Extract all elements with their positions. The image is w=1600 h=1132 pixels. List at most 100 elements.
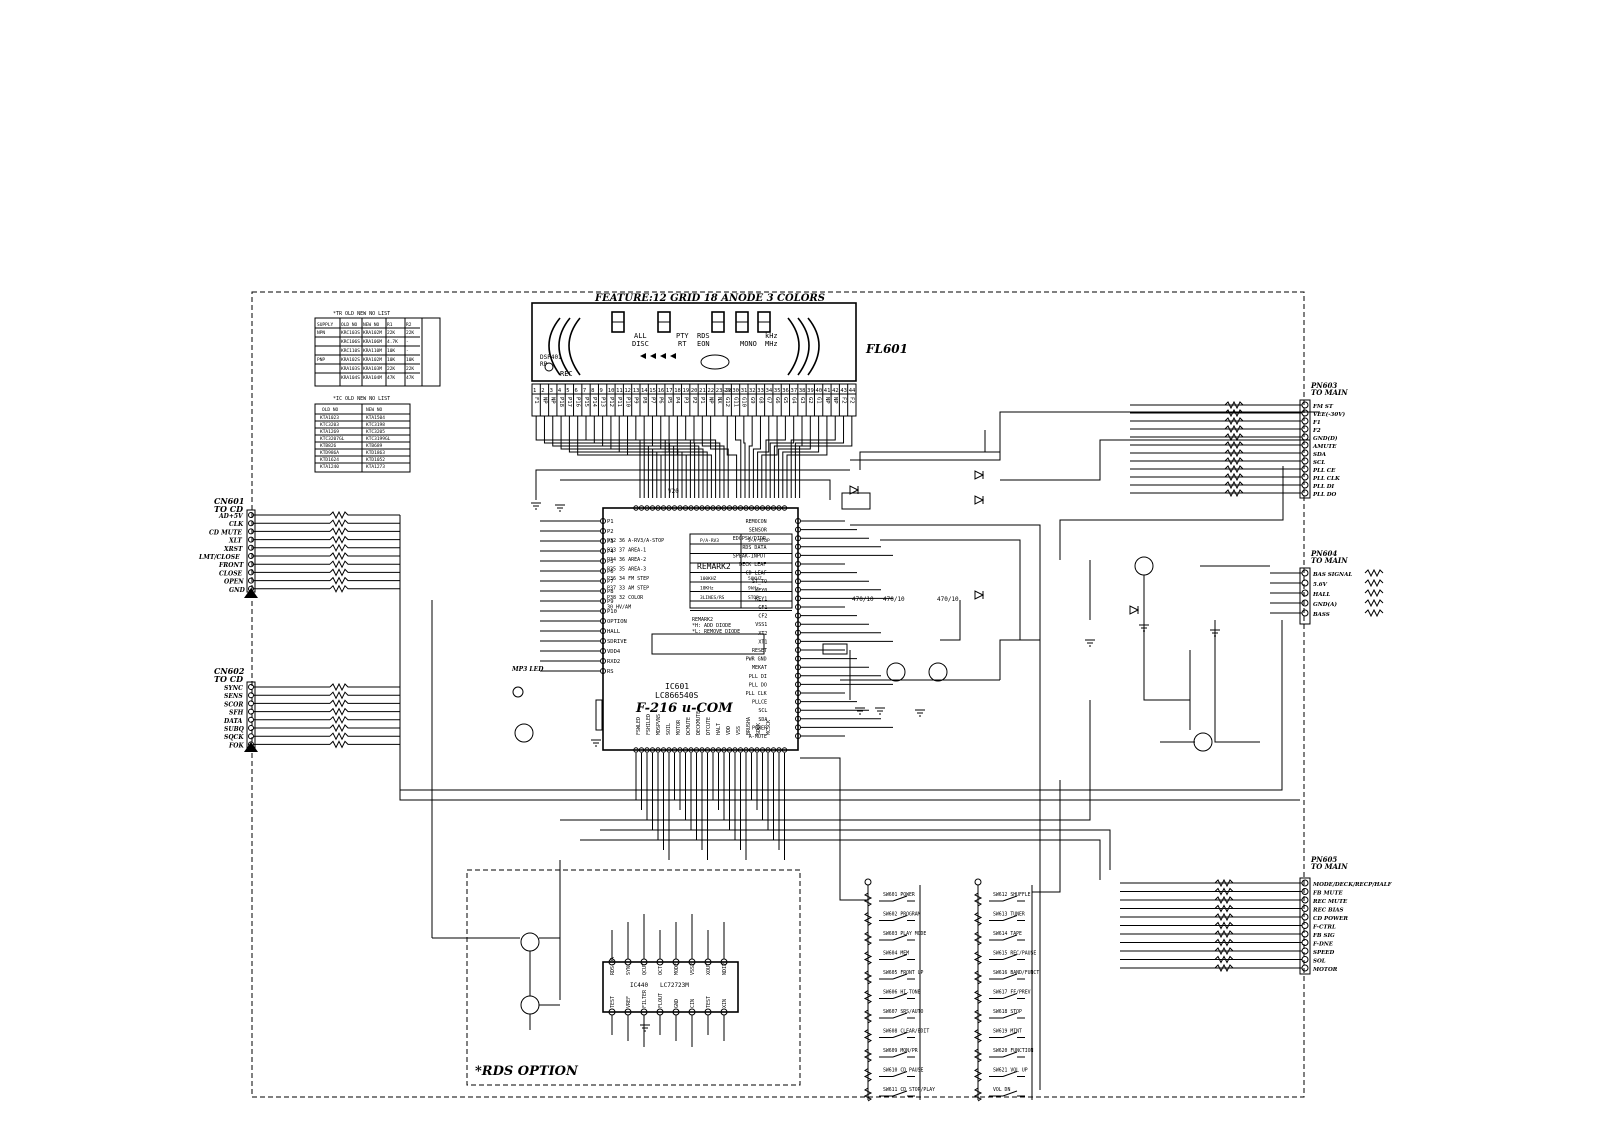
cn602-pin-label: SUBQ [224,726,245,733]
display-pin-number: 21 [699,388,706,394]
mp3-led-label: MP3 LED [511,666,544,673]
switch-ladder-2-node-icon [974,878,982,886]
interconnect-wire [999,639,1040,680]
pn605-pin-label: REC MUTE [1312,899,1348,905]
cn601-pin-label: LMT/CLOSE [198,554,240,561]
pn603-pin [1301,441,1309,449]
tr-table-cell: KRA102M [363,357,382,363]
micro-bottom-pin-label: VDD [726,726,732,735]
display-seg-all: ALL [634,332,647,340]
micro-bottom-pin [710,747,716,753]
micro-right-pin-label: SCL [758,708,767,714]
micro-top-pin [770,505,777,511]
pn605-pin-label: REC BIAS [1312,908,1344,914]
remark-row-label: P37 33 AM STEP [607,586,649,592]
micro-top-pin [726,505,733,511]
tr-table-cell: KRA102S [341,357,360,363]
micro-right-pin [795,586,801,593]
pn603-pin [1301,457,1309,465]
micro-remark-note-1: REMARK2 [692,617,713,623]
display-seg-pty: PTY [676,332,689,340]
tr-table-frame [314,317,441,387]
mp3-led-icon [512,686,524,698]
interconnect-wire [800,757,868,901]
display-bus-line [790,416,836,498]
ic-table-cell: KTA1273 [366,464,385,470]
rds-bottom-pin-label: XIN [722,999,728,1008]
pn603-pin [1301,409,1309,417]
display-bus-line [778,416,811,498]
switch-resistor-icon [973,931,983,946]
tr-table-cell: KRA104S [341,375,360,381]
micro-right-pin-label: CF2 [758,614,767,620]
pn605-pin-label: SOL [1313,959,1326,965]
switch-contact-icon [879,1071,915,1077]
micro-left-pin-label: P6 [607,569,614,575]
pn604-resistor-icon [1364,588,1384,598]
pn605-pin-label: MOTOR [1312,967,1338,973]
micro-bottom-pin [638,747,645,753]
display-bus-line [761,416,778,498]
pn603-resistor-icon [1224,408,1244,418]
display-bus-line [782,416,820,498]
display-pin-name: G3 [799,397,805,404]
pn604-dest: TO MAIN [1311,556,1348,565]
micro-bottom-pin [704,747,711,753]
micro-right-pin-label: RDS DATA [742,545,766,551]
micro-right-pin [795,535,801,542]
pn603-resistor-icon [1224,424,1244,434]
tr-table-cell: KRC110S [341,348,360,354]
switch-contact-icon [989,973,1025,980]
rds-top-pin-label: NDIP [722,963,728,975]
interconnect-wire [560,700,1091,821]
display-pin-name: P16 [575,397,581,407]
tr-table-cell: 10K [387,357,395,363]
remocon-module [841,492,871,510]
cn601-pin [248,585,254,592]
rds-bottom-pin-label: TEST [610,996,616,1008]
micro-right-pin-label: KEY0 [755,588,767,594]
tr-table-cell: 10K [406,357,414,363]
micro-top-pin [765,505,771,511]
display-pin-name: P8 [641,397,647,404]
display-digits [611,311,771,333]
micro-right-pin-label: PLLCE [752,700,767,706]
ground-icon [875,707,885,715]
micro-top-pin [638,505,645,511]
pn603-resistor-icon [1224,464,1244,474]
micro-right-pin-label: XT2 [758,631,767,637]
micro-bottom-pin [721,747,727,753]
micro-right-pin-label: CD LEAF [746,571,767,577]
micro-right-pin-label: SPEAK-INPUT [733,553,766,559]
rds-top-pin-label: XOUT [706,963,712,975]
pn605-pin [1301,964,1309,972]
display-bus-line [568,416,658,498]
micro-right-pin [795,569,801,576]
switch-resistor-icon [973,892,983,907]
cn601-pin [248,520,254,527]
micro-top-pin [710,505,716,511]
ic-table-title: *IC OLD NEW NO LIST [333,396,390,402]
ic-table-cell: KTA1240 [320,464,339,470]
pn603-resistor-icon [1224,416,1244,426]
ic-table-cell: KTB826 [320,443,337,449]
remark-row-l: 9kHz [748,586,759,592]
pn605-resistor-icon [1214,887,1234,896]
display-pin-name: G2 [807,397,813,404]
pn603-resistor-icon [1224,480,1244,490]
micro-top-pin [682,505,689,511]
interconnect-wire [1214,620,1260,743]
pn605-pin [1301,947,1309,955]
q603-transistor-icon [886,662,906,682]
display-pin-number: 42 [832,388,839,394]
display-pin-name: P10 [624,397,630,407]
diode-icon [974,495,985,505]
tr-table-title: *TR OLD NEW NO LIST [333,311,390,317]
ic-table-cell: KTC3205 [366,429,385,435]
display-bus-line [735,416,742,498]
pn604-resistor-icon [1364,608,1384,618]
display-pin-name: NP [707,397,713,404]
switch-resistor-icon [863,1009,873,1024]
display-pin-name: NP [541,397,547,404]
switch-label: SW620 FUNCTION [993,1048,1034,1054]
